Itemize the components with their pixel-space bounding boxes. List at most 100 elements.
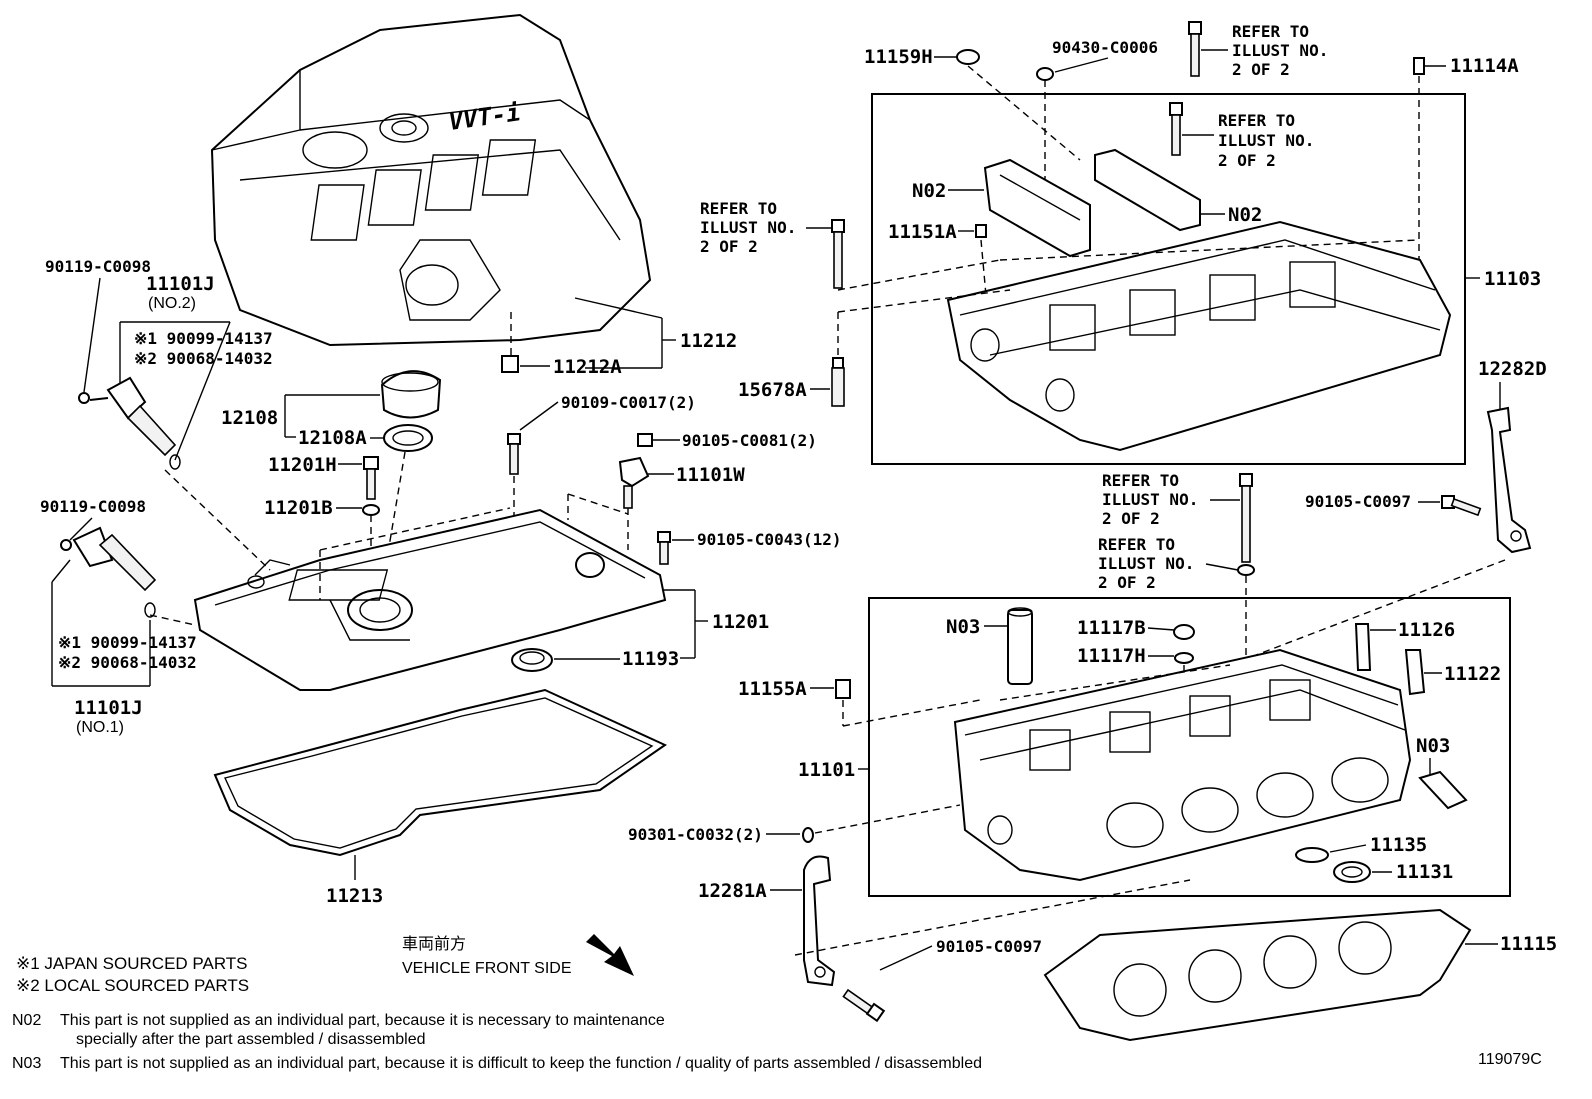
refer-d-line1: REFER TO: [1102, 471, 1179, 490]
label-11212A: 11212A: [553, 356, 622, 378]
figure-number: 119079C: [1478, 1051, 1542, 1068]
refer-e-line3: 2 OF 2: [1098, 573, 1156, 592]
bolt-90105-0097-r: [1441, 495, 1482, 517]
pin-11155A: [835, 679, 851, 699]
washer-refer-e: [1237, 564, 1255, 576]
label-11213: 11213: [326, 885, 383, 907]
refer-a-line1: REFER TO: [1232, 22, 1309, 41]
oil-filler-cap-12108: [380, 370, 442, 452]
refer-c-line3: 2 OF 2: [700, 237, 758, 256]
pin-11151A: [975, 224, 987, 238]
label-bot-sub1: ※1 90099-14137: [58, 633, 197, 652]
plug-seal-11193: [511, 648, 553, 672]
bolt-90105-0097-b: [842, 988, 886, 1023]
seal-11131: [1333, 861, 1371, 883]
label-n02-a: N02: [912, 180, 946, 202]
cam-position-sensor-11101W: [618, 456, 650, 509]
refer-a-line2: ILLUST NO.: [1232, 41, 1328, 60]
label-11122: 11122: [1444, 663, 1501, 685]
gasket-90430: [1036, 67, 1054, 81]
label-12282D: 12282D: [1478, 358, 1547, 380]
label-no1: (NO.1): [76, 719, 124, 736]
label-11101W: 11101W: [676, 464, 745, 486]
engine-hanger-12281A: [803, 855, 836, 987]
label-12281A: 12281A: [698, 880, 767, 902]
front-label-jp: 車両前方: [402, 934, 466, 953]
bolt-90105-0081: [637, 433, 653, 447]
footnote-n03-code: N03: [12, 1055, 41, 1072]
label-11101J-top: 11101J: [146, 273, 215, 295]
washer-11201B: [362, 504, 380, 516]
gasket-11117H: [1174, 652, 1194, 664]
front-label-en: VEHICLE FRONT SIDE: [402, 960, 572, 977]
head-cover-gasket-11213: [213, 688, 668, 857]
refer-d-line2: ILLUST NO.: [1102, 490, 1198, 509]
bolt-11201H: [363, 456, 379, 500]
refer-a-line3: 2 OF 2: [1232, 60, 1290, 79]
label-n03-a: N03: [946, 616, 980, 638]
bearing-cap-n02-a: [983, 158, 1091, 258]
pin-11114A: [1413, 57, 1425, 75]
label-11155A: 11155A: [738, 678, 807, 700]
label-11159H: 11159H: [864, 46, 933, 68]
bolt-refer-b: [1169, 102, 1183, 156]
label-90119-bot: 90119-C0098: [40, 497, 146, 516]
camshaft-housing-11103: [946, 220, 1452, 452]
label-12108: 12108: [221, 407, 278, 429]
stud-15678A: [831, 357, 845, 407]
label-11117H: 11117H: [1077, 645, 1146, 667]
refer-c-line2: ILLUST NO.: [700, 218, 796, 237]
legend-note2: ※2 LOCAL SOURCED PARTS: [16, 976, 249, 995]
label-11115: 11115: [1500, 933, 1557, 955]
pin-11126: [1354, 623, 1372, 671]
label-12108A: 12108A: [298, 427, 367, 449]
pin-11122: [1404, 649, 1426, 696]
refer-b-line2: ILLUST NO.: [1218, 131, 1314, 150]
label-11101: 11101: [798, 759, 855, 781]
label-n03-b: N03: [1416, 735, 1450, 757]
label-11117B: 11117B: [1077, 617, 1146, 639]
bearing-cap-n02-b: [1094, 148, 1201, 232]
label-90119-top: 90119-C0098: [45, 257, 151, 276]
cylinder-head-cover-11201: [193, 508, 667, 691]
label-n02-b: N02: [1228, 204, 1262, 226]
refer-b-line3: 2 OF 2: [1218, 151, 1276, 170]
footnote-n02-code: N02: [12, 1012, 41, 1029]
label-15678A: 15678A: [738, 379, 807, 401]
label-11103: 11103: [1484, 268, 1541, 290]
refer-d-line3: 2 OF 2: [1102, 509, 1160, 528]
label-11126: 11126: [1398, 619, 1455, 641]
footnote-n03-text: This part is not supplied as an individu…: [60, 1055, 982, 1072]
legend-note1: ※1 JAPAN SOURCED PARTS: [16, 954, 248, 973]
label-90105-0081: 90105-C0081(2): [682, 431, 817, 450]
cylinder-head-11101: [953, 648, 1412, 882]
label-top-sub2: ※2 90068-14032: [134, 349, 273, 368]
label-11151A: 11151A: [888, 221, 957, 243]
engine-cover-11212: VVT-i: [210, 13, 652, 347]
label-90109: 90109-C0017(2): [561, 393, 696, 412]
plug-11117B: [1173, 624, 1195, 640]
label-11131: 11131: [1396, 861, 1453, 883]
stud-90109: [507, 433, 521, 475]
label-top-sub1: ※1 90099-14137: [134, 329, 273, 348]
label-11212: 11212: [680, 330, 737, 352]
label-11114A: 11114A: [1450, 55, 1519, 77]
label-90430: 90430-C0006: [1052, 38, 1158, 57]
engine-hanger-12282D: [1486, 406, 1532, 554]
label-11135: 11135: [1370, 834, 1427, 856]
label-no2: (NO.2): [148, 295, 196, 312]
label-11201: 11201: [712, 611, 769, 633]
part-11159H: [956, 49, 980, 65]
label-bot-sub2: ※2 90068-14032: [58, 653, 197, 672]
footnote-n02-line1: This part is not supplied as an individu…: [60, 1012, 665, 1029]
refer-e-line2: ILLUST NO.: [1098, 554, 1194, 573]
label-90105-0097-b: 90105-C0097: [936, 937, 1042, 956]
oil-control-valve-no2: [78, 376, 181, 470]
label-90301: 90301-C0032(2): [628, 825, 763, 844]
bolt-refer-d: [1239, 473, 1253, 563]
refer-c-line1: REFER TO: [700, 199, 777, 218]
label-90105-0043: 90105-C0043(12): [697, 530, 842, 549]
label-90105-0097-r: 90105-C0097: [1305, 492, 1411, 511]
refer-b-line1: REFER TO: [1218, 111, 1295, 130]
oring-90301: [802, 827, 814, 843]
